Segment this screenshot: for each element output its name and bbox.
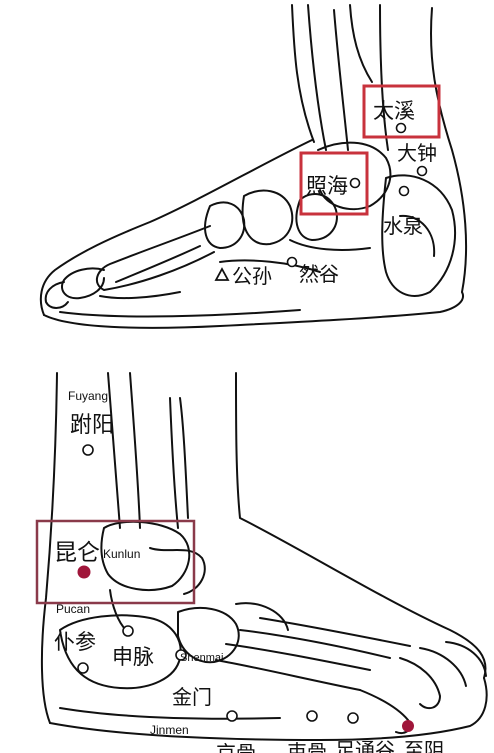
medial-foot-illustration: 太溪 大钟 照海 水泉 公孙 然谷 [0,0,494,345]
tibia-bone-2 [334,10,348,150]
sole-inner [60,310,300,316]
lateral-foot-diagram: Fuyang 跗阳 昆仑 Kunlun Pucan 仆参 申脉 Shenmai … [0,368,494,753]
zhiyin-point [402,720,414,732]
zhaohai-label: 照海 [306,174,348,198]
fuyang-en-label: Fuyang [68,389,108,403]
jinmen-cn-label: 金门 [172,685,212,709]
tibia-bone [308,5,326,150]
taixi-label: 太溪 [373,99,415,123]
cuneiform-bone-2 [205,202,244,248]
fibula-bone-2 [130,373,140,528]
medial-foot-diagram: 太溪 大钟 照海 水泉 公孙 然谷 [0,0,494,345]
zutonggu-label: 足通谷 [335,738,395,753]
kunlun-cn-label: 昆仑 [54,540,100,566]
pucan-point [123,626,133,636]
zutonggu-point [348,713,358,723]
shenmai-en-label: Shenmai [180,652,223,664]
fibula-bone [380,5,388,150]
fuyang-cn-label: 跗阳 [70,413,114,438]
sole-inner [60,708,280,719]
shugu-label: 束骨 [287,740,327,753]
fuyang-point [83,445,93,455]
kunlun-point [78,566,91,579]
gongsun-triangle-icon [216,269,228,280]
pucan-cn-label: 仆参 [54,630,96,654]
jinggu-label: 京骨 [216,741,256,753]
fibula-bone [108,373,120,528]
taixi-point [397,124,406,133]
metatarsal-4 [260,618,410,646]
lateral-foot-illustration: Fuyang 跗阳 昆仑 Kunlun Pucan 仆参 申脉 Shenmai … [0,368,494,753]
metatarsal-bone [97,226,214,290]
rangu-point [288,258,297,267]
jinmen-en-label: Jinmen [150,723,189,737]
dazhong-point [418,167,427,176]
zhiyin-label: 至阴 [404,738,444,753]
zhaohai-point [351,179,360,188]
pucan-point-lower [78,663,88,673]
gongsun-label: 公孙 [232,264,272,288]
leg-outline-back [350,5,372,82]
dorsum-outline [41,140,312,315]
jinggu-point [227,711,237,721]
dazhong-label: 大钟 [397,141,437,165]
toe-4 [400,658,440,708]
metatarsal-3 [240,630,390,658]
shuiquan-point [400,187,409,196]
tibia-bone-2 [180,398,188,518]
leg-outline-front [292,5,314,142]
kunlun-en-label: Kunlun [103,547,140,561]
shugu-point [307,711,317,721]
toe-3 [420,648,466,686]
shenmai-cn-label: 申脉 [112,645,154,669]
fibula-tip [110,590,126,630]
shuiquan-label: 水泉 [383,214,423,238]
toe-2 [446,642,486,676]
pucan-en-label: Pucan [56,602,90,616]
rangu-label: 然谷 [299,262,339,286]
tibia-bone [170,398,178,528]
leg-dorsum-outline [236,373,486,678]
talus-detail [150,548,205,594]
cuneiform-bone [243,191,293,245]
tarsal-line [236,603,288,630]
arch-line [290,240,370,250]
phalanx-line [100,292,180,298]
